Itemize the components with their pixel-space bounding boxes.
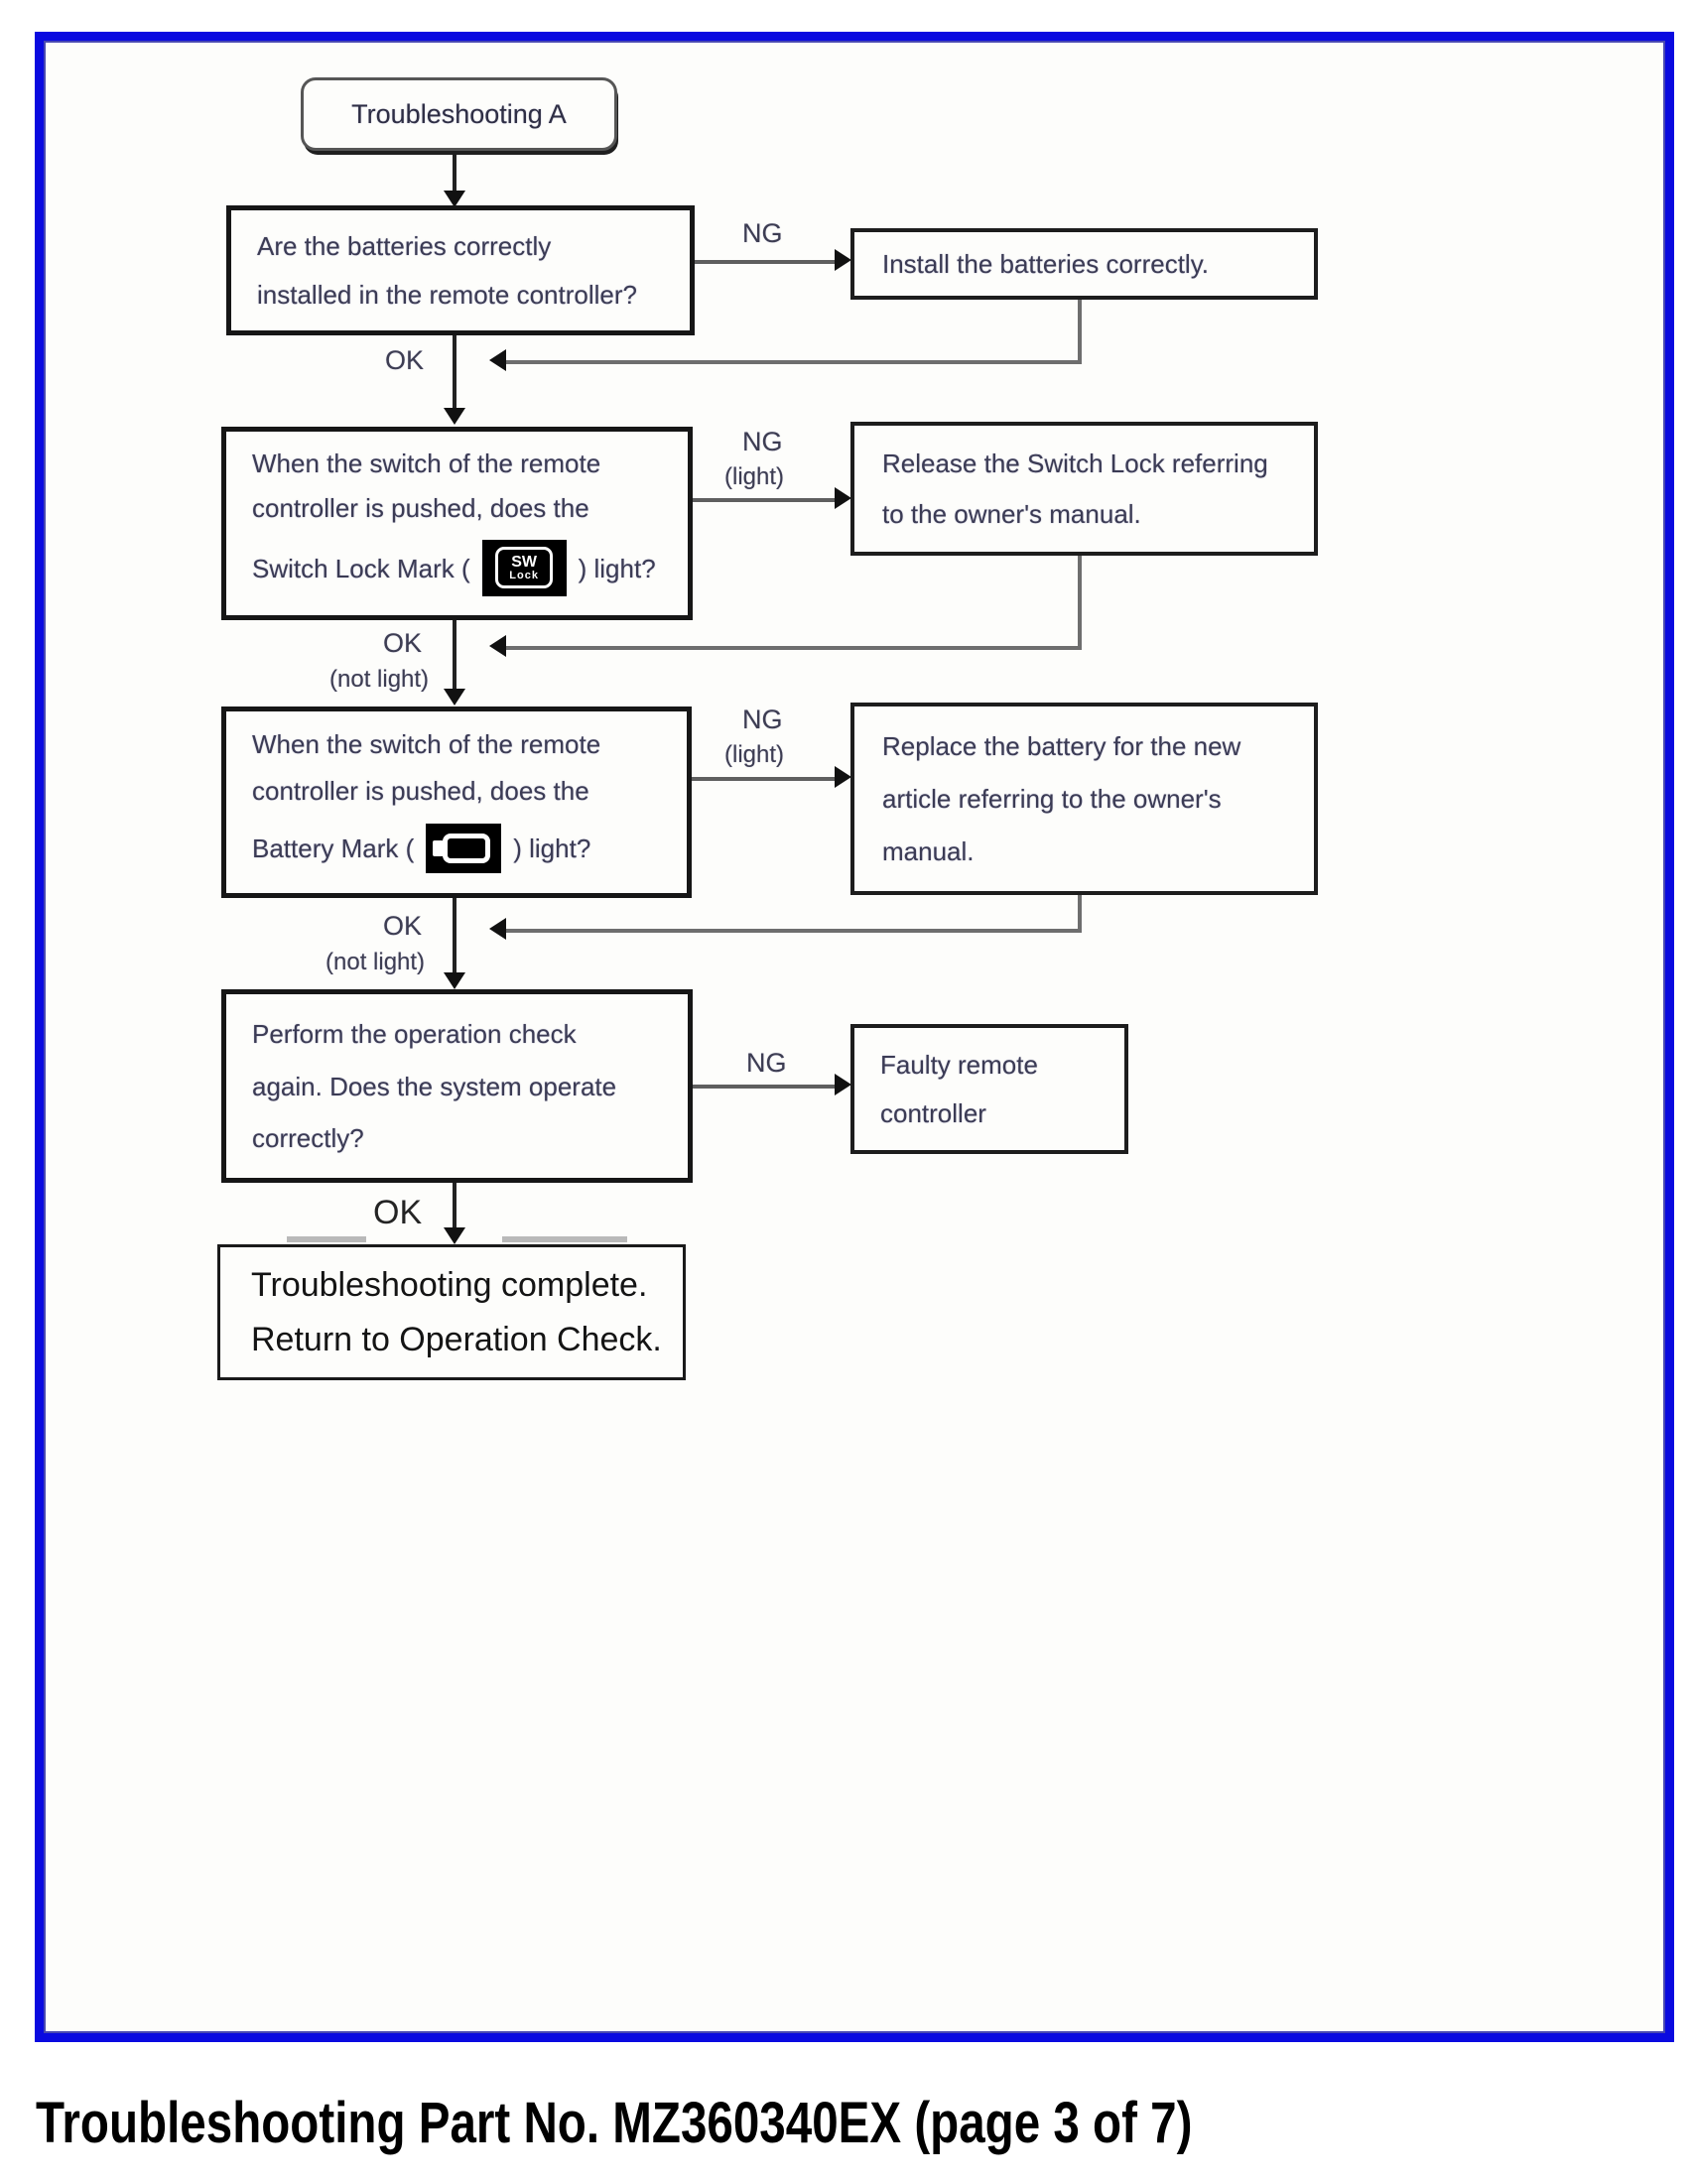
return-line-horizontal	[506, 929, 1082, 933]
flow-line-q1-q2	[453, 335, 456, 409]
ng-line	[692, 777, 837, 781]
answer-box-install-batteries: Install the batteries correctly.	[850, 228, 1318, 300]
answer-box-replace-battery: Replace the battery for the new article …	[850, 703, 1318, 895]
switch-lock-mark-icon: SW Lock	[481, 540, 567, 596]
answer-text: manual.	[882, 836, 975, 866]
return-line-vertical	[1078, 300, 1082, 364]
question-box-operation-check: Perform the operation check again. Does …	[221, 989, 693, 1183]
page-caption: Troubleshooting Part No. MZ360340EX (pag…	[36, 2091, 1193, 2155]
scan-artifact-bar	[502, 1236, 627, 1242]
arrow-right-icon	[835, 249, 851, 271]
question-text: Switch Lock Mark (	[252, 553, 470, 583]
return-line-vertical	[1078, 556, 1082, 650]
arrow-left-icon	[489, 635, 506, 657]
flow-line-start-q1	[453, 151, 456, 193]
battery-body	[443, 833, 491, 863]
arrow-right-icon	[835, 1074, 851, 1095]
switch-lock-badge: SW Lock	[495, 547, 554, 588]
return-line-horizontal	[506, 646, 1082, 650]
question-text: ) light?	[513, 833, 591, 863]
return-line-horizontal	[506, 360, 1082, 364]
ng-label: NG	[742, 705, 783, 734]
answer-text: Replace the battery for the new	[882, 731, 1241, 761]
question-text: Are the batteries correctly	[257, 231, 552, 261]
answer-text: Faulty remote	[880, 1049, 1038, 1080]
question-text: ) light?	[578, 553, 656, 583]
end-box-troubleshooting-complete: Troubleshooting complete. Return to Oper…	[217, 1244, 686, 1380]
ok-label: OK	[385, 345, 425, 375]
question-text: When the switch of the remote	[252, 729, 601, 760]
answer-text: Install the batteries correctly.	[882, 249, 1209, 279]
ng-label: NG	[742, 427, 783, 456]
question-box-battery-mark: When the switch of the remote controller…	[221, 707, 692, 898]
arrow-down-icon	[444, 972, 465, 989]
arrow-right-icon	[835, 487, 851, 509]
end-text: Troubleshooting complete.	[251, 1266, 648, 1304]
question-text: installed in the remote controller?	[257, 280, 637, 310]
arrow-down-icon	[444, 1227, 465, 1244]
arrow-down-icon	[444, 408, 465, 425]
answer-text: article referring to the owner's	[882, 784, 1222, 814]
ok-sub-label: (not light)	[329, 666, 430, 693]
question-text-with-icon: Battery Mark ( ) light?	[252, 823, 687, 873]
ok-label: OK	[373, 1194, 423, 1231]
ok-label: OK	[383, 628, 423, 658]
battery-terminal	[433, 839, 445, 856]
ng-line	[693, 498, 837, 502]
arrow-right-icon	[835, 766, 851, 788]
answer-box-faulty-remote: Faulty remote controller	[850, 1024, 1128, 1154]
start-node: Troubleshooting A	[301, 77, 617, 151]
answer-text: to the owner's manual.	[882, 499, 1141, 529]
question-text: again. Does the system operate	[252, 1071, 617, 1101]
start-node-label: Troubleshooting A	[351, 98, 567, 129]
arrow-left-icon	[489, 349, 506, 371]
ok-label: OK	[383, 911, 423, 941]
question-box-switch-lock: When the switch of the remote controller…	[221, 427, 693, 620]
switch-lock-icon-text-top: SW	[511, 553, 537, 571]
question-text: Battery Mark (	[252, 833, 415, 863]
ng-sub-label: (light)	[724, 741, 785, 768]
answer-box-release-switch-lock: Release the Switch Lock referring to the…	[850, 422, 1318, 556]
arrow-down-icon	[444, 689, 465, 706]
ng-line	[695, 260, 837, 264]
question-text: correctly?	[252, 1123, 364, 1154]
question-text-with-icon: Switch Lock Mark ( SW Lock ) light?	[252, 540, 688, 596]
ng-label: NG	[742, 218, 783, 248]
question-text: controller is pushed, does the	[252, 775, 589, 806]
flow-line-q3-q4	[453, 898, 456, 973]
answer-text: Release the Switch Lock referring	[882, 449, 1268, 478]
question-box-batteries: Are the batteries correctly installed in…	[226, 205, 695, 335]
ng-label: NG	[746, 1048, 787, 1078]
answer-text: controller	[880, 1098, 986, 1129]
battery-mark-icon	[426, 823, 502, 873]
switch-lock-icon-text-bottom: Lock	[509, 569, 539, 581]
question-text: When the switch of the remote	[252, 449, 601, 478]
flow-line-q4-end	[453, 1183, 456, 1228]
ng-sub-label: (light)	[724, 463, 785, 490]
ng-line	[690, 1085, 837, 1089]
arrow-down-icon	[444, 191, 465, 207]
end-text: Return to Operation Check.	[251, 1321, 662, 1358]
question-text: Perform the operation check	[252, 1018, 577, 1049]
ok-sub-label: (not light)	[326, 949, 426, 975]
scan-artifact-bar	[287, 1236, 366, 1242]
flow-line-q2-q3	[453, 620, 456, 690]
arrow-left-icon	[489, 918, 506, 940]
return-line-vertical	[1078, 895, 1082, 933]
blue-page-border-inner	[44, 41, 1665, 2033]
question-text: controller is pushed, does the	[252, 493, 589, 523]
